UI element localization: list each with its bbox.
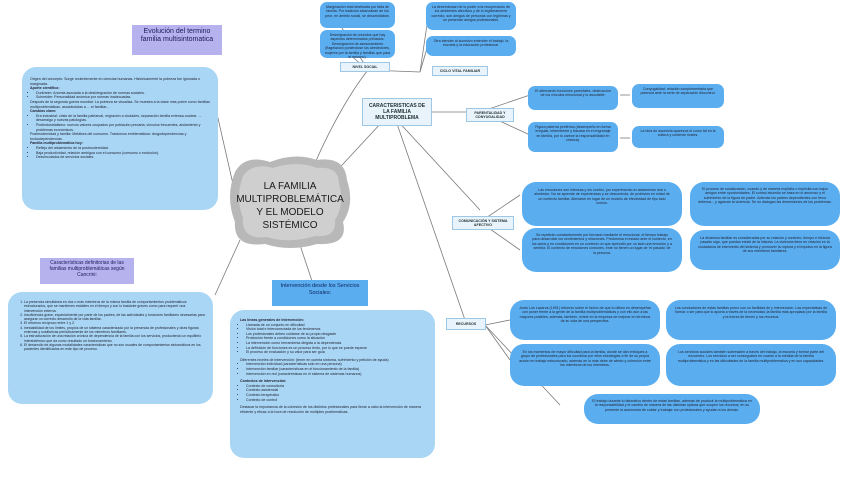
label-nivel-social[interactable]: NIVEL SOCIAL <box>340 62 390 72</box>
communication-box-4[interactable]: La dinámica familiar es consideradas por… <box>690 230 840 270</box>
intervention-level: Intervención familiar (características e… <box>246 367 425 372</box>
evolution-industrial: Era industrial: crisis de la familia pat… <box>36 114 210 123</box>
evolution-postindustrial: Postindustrialismo: nuevos valores ocupa… <box>36 123 210 132</box>
intervention-levels-heading: Diferentes niveles de intervención: (ten… <box>240 357 389 362</box>
resources-box-1[interactable]: Junto Los Lazarus (1991) refuerzo sobre … <box>510 300 660 340</box>
intervention-title-box[interactable]: Intervención desde los Servicios Sociale… <box>272 280 368 306</box>
characteristic-item: El refuerzo recíproco entre 1 y 2. <box>24 321 205 325</box>
characteristic-item: La presencia simultánea en dos o más mie… <box>24 300 205 313</box>
central-topic[interactable]: LA FAMILIA MULTIPROBLEMÁTICA Y EL MODELO… <box>225 152 355 252</box>
intervention-contexts-heading: Contextos de intervención: <box>240 379 287 384</box>
parental-box-4[interactable]: La idea de asuencia aparezca el como tal… <box>632 126 724 148</box>
social-box-2[interactable]: Desmigración de oriundos que hay aspecto… <box>320 30 395 59</box>
intervention-line: La intervención como herramienta dirigid… <box>246 341 425 346</box>
resources-box-4[interactable]: Los servicios sociales también sobresale… <box>666 344 836 386</box>
intervention-line: Protección frente a condiciones como la … <box>246 336 425 341</box>
characteristics-title: Características definitorias de las fami… <box>49 260 125 278</box>
intervention-title: Intervención desde los Servicios Sociale… <box>280 283 360 296</box>
characteristic-item: La estructuración de una relación crónic… <box>24 334 205 343</box>
intervention-line: Los profesionales deben cuidarse de su p… <box>246 332 425 337</box>
resources-box-5[interactable]: El trabajo durante lo laborativo dentro … <box>584 394 760 424</box>
label-comunicacion[interactable]: COMUNICACIÓN Y SISTEMA AFECTIVO <box>452 216 514 230</box>
evolution-cambios: Cambios clave: <box>30 109 57 114</box>
evolution-durkheim: Durkheim: Anomia asociada a la desintegr… <box>36 91 210 96</box>
cycle-box-1[interactable]: La desembocan de lo poder a la recuperac… <box>426 2 516 30</box>
intervention-line: La definición de funciones es un proceso… <box>246 346 425 351</box>
intervention-level: Intervención en red (características en … <box>246 372 425 377</box>
characteristic-item: Insuficiencia grave, especialmente por p… <box>24 313 205 322</box>
social-box-1[interactable]: Marginación total destinada por falta de… <box>320 2 395 28</box>
evolution-origin: Origen del concepto: Surge recientemente… <box>30 77 201 86</box>
communication-box-3[interactable]: Se repetirán constantemente por formado … <box>522 228 682 272</box>
characteristic-item: El desarrollo de algunas modalidades car… <box>24 343 205 352</box>
parental-box-3[interactable]: Figura paterna periférica (desempeño en … <box>528 122 618 152</box>
characteristics-title-box[interactable]: Características definitorias de las fami… <box>40 258 134 284</box>
parental-box-1[interactable]: El alternando funciones parentales, dest… <box>528 86 618 110</box>
intervention-level: Intervención individual (características… <box>246 362 425 367</box>
evolution-postmodern: Postmodernidad y familia: Metáfora del c… <box>30 132 187 141</box>
intervention-context: Contexto de consultoría <box>246 384 425 389</box>
intervention-cloud[interactable]: Las líneas generales de intervención: Ll… <box>230 310 435 458</box>
label-parentalidad[interactable]: PARENTALIDAD Y CONYUGALIDAD <box>466 108 514 122</box>
evolution-productividad: Baja productividad, relación ambigua con… <box>36 151 210 156</box>
intervention-lines-heading: Las líneas generales de intervención: <box>240 318 304 322</box>
evolution-aporte: Aporte científico: <box>30 86 60 91</box>
label-recursos[interactable]: RECURSOS <box>446 318 486 330</box>
splash-shape <box>230 156 351 248</box>
evolution-schneider: Schneider: Personalidad anómica por norm… <box>36 95 210 100</box>
evolution-cloud[interactable]: Origen del concepto: Surge recientemente… <box>22 67 218 210</box>
label-caracteristicas[interactable]: CARACTERISTICAS DE LA FAMILIA MULTIPROBL… <box>362 98 432 126</box>
characteristics-cloud[interactable]: La presencia simultánea en dos o más mie… <box>8 292 213 404</box>
intervention-footer: Destacar la importancia de la cohesión d… <box>240 405 421 414</box>
label-ciclo-vital[interactable]: CICLO VITAL FAMILIAR <box>432 66 488 76</box>
cycle-box-2[interactable]: Otra atender al sucesivo entender el tra… <box>426 36 516 56</box>
intervention-context: Contexto de control <box>246 398 425 403</box>
communication-box-1[interactable]: Las emociones son intensas y sin control… <box>522 182 682 226</box>
evolution-reflejo: Reflejo del aislamiento de la postmodern… <box>36 146 210 151</box>
intervention-line: El proceso de evaluación y su valor para… <box>246 350 425 355</box>
evolution-hoy: Familia multiproblemática hoy: <box>30 141 83 146</box>
resources-box-2[interactable]: Los conductores de estas familias porno … <box>666 300 836 340</box>
intervention-context: Contexto asistencial <box>246 388 425 393</box>
evolution-desvinculados: Desvinculados de servicios sociales. <box>36 155 210 160</box>
evolution-title: Evolución del termino familia multisinto… <box>140 28 214 43</box>
parental-box-2[interactable]: Conyugalidad, relación complementaria qu… <box>632 84 724 108</box>
communication-box-2[interactable]: El proceso de socialización, cuando y de… <box>690 182 840 226</box>
intervention-line: Llamada de un conjunto en dificultad <box>246 323 425 328</box>
characteristic-item: Inestabilidad de los límites, propios de… <box>24 326 205 335</box>
resources-box-3[interactable]: En los momentos de mayor dificultad para… <box>510 344 660 386</box>
intervention-line: Visión total e interconectada de los fen… <box>246 327 425 332</box>
evolution-postwar: Después de la segunda guerra mundial: La… <box>30 99 210 109</box>
central-topic-title: LA FAMILIA MULTIPROBLEMÁTICA Y EL MODELO… <box>236 181 344 231</box>
evolution-title-box[interactable]: Evolución del termino familia multisinto… <box>132 25 222 55</box>
intervention-context: Contexto terapéutico <box>246 393 425 398</box>
